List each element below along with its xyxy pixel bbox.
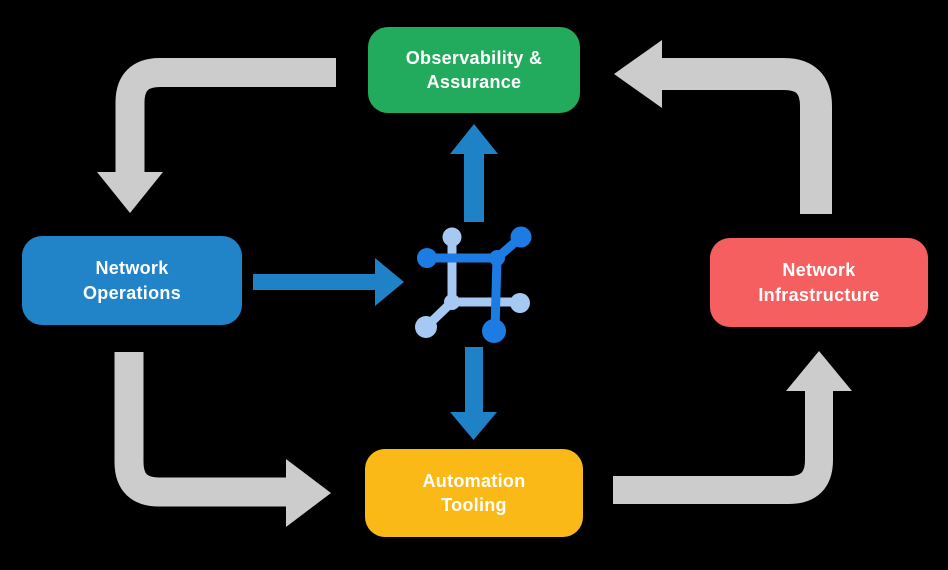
icon-dark-branch (427, 233, 524, 263)
icon-node-dot (510, 226, 532, 248)
arrow-center-to-observability (450, 124, 498, 222)
node-label: Observability & Assurance (405, 47, 543, 92)
arrow-shaft (613, 390, 833, 504)
arrow-head (286, 459, 331, 527)
arrow-head (375, 258, 404, 306)
icon-junction-dot (489, 250, 505, 266)
icon-dark-dots (417, 226, 532, 343)
arrow-head (450, 124, 498, 154)
icon-dark-branch (490, 257, 502, 332)
arrow-automation-to-infrastructure (613, 351, 852, 504)
arrow-shaft (662, 58, 832, 214)
icon-node-dot (482, 319, 506, 343)
arrow-head (786, 351, 852, 391)
arrow-center-to-automation (450, 347, 497, 440)
icon-junction-dot (444, 294, 460, 310)
icon-node-dot (417, 248, 437, 268)
arrow-head (97, 172, 163, 213)
node-automation-tooling: Automation Tooling (365, 449, 583, 537)
node-observability-assurance: Observability & Assurance (368, 27, 580, 113)
icon-light-dots (415, 227, 530, 338)
icon-node-dot (442, 227, 462, 247)
icon-node-dot (415, 316, 437, 338)
arrow-observability-to-operations (97, 58, 336, 213)
arrow-operations-to-center (253, 258, 404, 306)
arrow-head (450, 412, 497, 440)
arrow-infrastructure-to-observability (614, 40, 832, 214)
node-label: Network Infrastructure (758, 260, 880, 305)
node-label: Automation Tooling (422, 470, 526, 515)
arrow-head (614, 40, 662, 108)
icon-node-dot (510, 293, 530, 313)
arrow-shaft (114, 352, 288, 507)
network-mesh-icon (415, 226, 532, 343)
node-label: Network Operations (82, 258, 182, 303)
node-network-infrastructure: Network Infrastructure (710, 238, 928, 327)
arrow-operations-to-automation (114, 352, 331, 527)
arrow-shaft (115, 58, 336, 174)
node-network-operations: Network Operations (22, 236, 242, 325)
